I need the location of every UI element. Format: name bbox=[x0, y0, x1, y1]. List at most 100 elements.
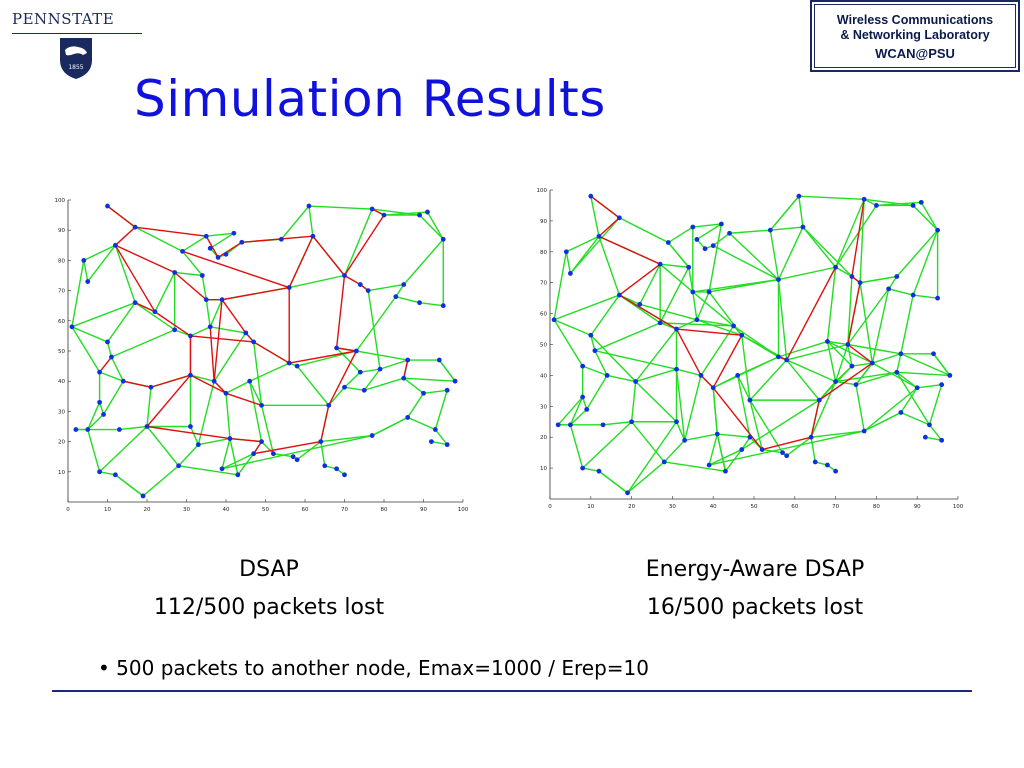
route-link bbox=[598, 235, 661, 265]
y-tick-label: 10 bbox=[58, 470, 65, 476]
network-link bbox=[99, 371, 124, 382]
network-link bbox=[407, 392, 425, 418]
network-node bbox=[425, 209, 430, 215]
network-link bbox=[590, 196, 600, 237]
network-link bbox=[252, 341, 263, 406]
network-node bbox=[436, 357, 442, 363]
network-link bbox=[676, 368, 702, 377]
bullet-text: 500 packets to another node, Emax=1000 /… bbox=[116, 656, 650, 680]
network-node bbox=[710, 385, 716, 391]
y-tick-label: 80 bbox=[58, 258, 65, 264]
network-link bbox=[71, 260, 85, 327]
network-node bbox=[353, 348, 359, 354]
network-link bbox=[696, 319, 742, 336]
network-link bbox=[134, 226, 183, 252]
network-node bbox=[452, 378, 458, 384]
network-link bbox=[111, 329, 175, 358]
route-link bbox=[700, 374, 714, 389]
network-node bbox=[207, 245, 213, 251]
network-node bbox=[227, 436, 233, 441]
network-link bbox=[835, 266, 853, 278]
network-node bbox=[935, 295, 940, 301]
network-link bbox=[913, 294, 938, 299]
network-node bbox=[886, 286, 892, 292]
network-link bbox=[675, 369, 686, 441]
network-node bbox=[251, 451, 257, 457]
network-link bbox=[835, 205, 877, 268]
network-link bbox=[110, 356, 124, 382]
route-link bbox=[123, 380, 152, 388]
network-node bbox=[69, 324, 75, 330]
network-link bbox=[296, 350, 357, 367]
ea-dsap-caption-loss: 16/500 packets lost bbox=[646, 595, 864, 620]
network-link bbox=[182, 250, 203, 276]
route-link bbox=[146, 425, 231, 440]
network-link bbox=[99, 471, 116, 476]
network-node bbox=[604, 373, 610, 378]
network-link bbox=[667, 242, 690, 268]
network-link bbox=[692, 291, 698, 320]
network-link bbox=[928, 424, 943, 441]
network-node bbox=[776, 277, 781, 283]
network-link bbox=[724, 449, 743, 472]
y-tick-label: 70 bbox=[58, 289, 65, 295]
x-tick-label: 80 bbox=[381, 507, 388, 513]
network-link bbox=[859, 282, 874, 364]
network-link bbox=[308, 205, 314, 237]
y-tick-label: 30 bbox=[540, 404, 547, 410]
network-node bbox=[97, 399, 102, 405]
route-link bbox=[675, 328, 702, 376]
network-link bbox=[602, 421, 632, 426]
network-link bbox=[749, 399, 784, 454]
network-node bbox=[698, 373, 704, 378]
network-node bbox=[759, 447, 765, 452]
lab-line-3: WCAN@PSU bbox=[875, 46, 955, 61]
network-link bbox=[154, 272, 176, 313]
network-link bbox=[553, 294, 620, 321]
route-link bbox=[213, 380, 227, 394]
network-node bbox=[731, 323, 736, 329]
network-link bbox=[569, 396, 584, 426]
bullet-item: • 500 packets to another node, Emax=1000… bbox=[98, 656, 650, 680]
network-link bbox=[102, 380, 124, 415]
network-link bbox=[925, 436, 942, 441]
route-link bbox=[328, 350, 357, 406]
network-node bbox=[869, 360, 875, 366]
network-link bbox=[855, 384, 865, 432]
network-node bbox=[596, 468, 602, 474]
network-node bbox=[784, 453, 790, 459]
network-link bbox=[569, 217, 620, 274]
route-link bbox=[619, 294, 677, 330]
network-link bbox=[119, 425, 148, 431]
route-link bbox=[336, 347, 357, 352]
network-node bbox=[172, 270, 178, 275]
network-link bbox=[308, 205, 373, 210]
network-node bbox=[440, 303, 446, 309]
network-link bbox=[198, 437, 231, 446]
network-link bbox=[626, 421, 678, 494]
lab-line-2: & Networking Laboratory bbox=[840, 28, 990, 42]
y-tick-label: 50 bbox=[58, 349, 65, 355]
network-link bbox=[900, 411, 930, 426]
route-link bbox=[99, 356, 113, 373]
x-tick-label: 0 bbox=[66, 507, 70, 513]
network-link bbox=[363, 368, 381, 391]
network-link bbox=[403, 377, 456, 382]
network-node bbox=[203, 233, 209, 239]
network-node bbox=[825, 339, 830, 344]
network-link bbox=[770, 226, 804, 231]
network-node bbox=[144, 424, 150, 429]
route-link bbox=[847, 282, 861, 345]
network-link bbox=[249, 381, 263, 442]
network-link bbox=[663, 439, 686, 463]
y-tick-label: 60 bbox=[58, 319, 65, 325]
route-link bbox=[107, 205, 136, 228]
network-node bbox=[188, 333, 193, 339]
network-link bbox=[712, 356, 779, 389]
network-node bbox=[231, 230, 237, 236]
network-node bbox=[853, 382, 859, 388]
route-link bbox=[598, 217, 620, 237]
network-link bbox=[569, 408, 588, 426]
x-tick-label: 30 bbox=[183, 507, 190, 513]
network-link bbox=[83, 244, 116, 262]
